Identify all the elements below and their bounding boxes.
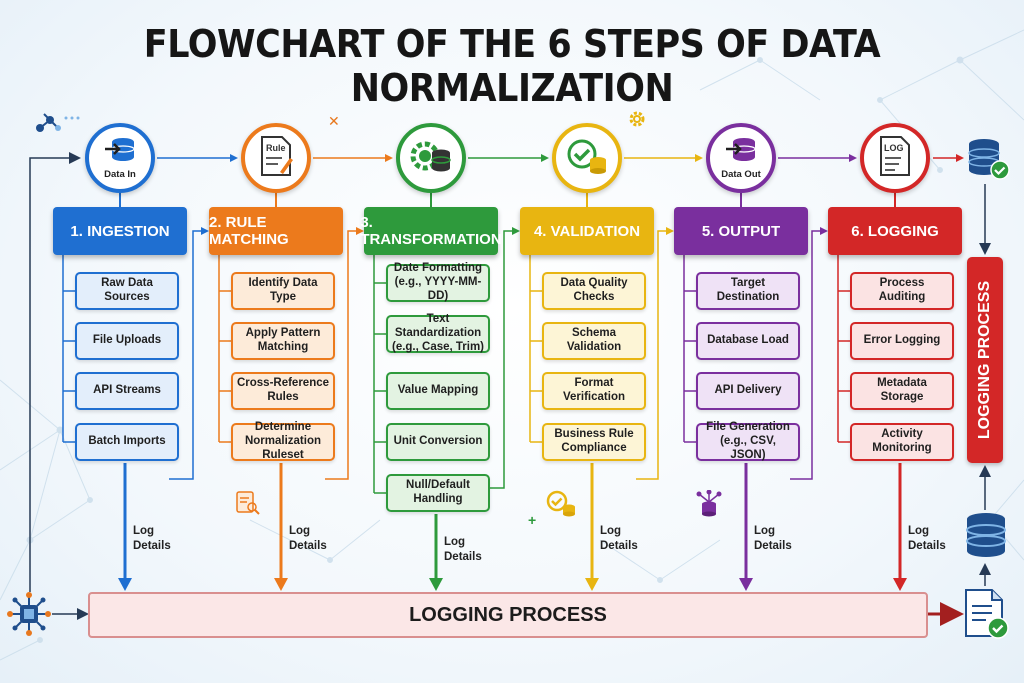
svg-text:LOG: LOG xyxy=(884,143,904,153)
rule-search-icon xyxy=(235,490,261,521)
step-item-label: Business Rule Compliance xyxy=(554,428,634,454)
step-item-label: Batch Imports xyxy=(88,435,166,448)
log-document-icon: LOG xyxy=(875,134,915,183)
step-5-item: Database Load xyxy=(696,322,800,360)
svg-text:Rule: Rule xyxy=(266,143,286,153)
logging-process-vertical-bar: LOGGING PROCESS xyxy=(967,257,1003,463)
network-database-icon xyxy=(694,489,724,523)
step-item-label: Apply Pattern Matching xyxy=(245,327,321,353)
logging-process-label: LOGGING PROCESS xyxy=(409,603,607,626)
rule-document-icon: Rule xyxy=(256,134,296,183)
step-item-label: Metadata Storage xyxy=(877,377,927,403)
step-item-label: Null/Default Handling xyxy=(406,479,470,505)
gear-database-icon xyxy=(408,136,454,181)
step-5-item: API Delivery xyxy=(696,372,800,410)
step-4-header: 4. VALIDATION xyxy=(520,207,654,255)
step-item-label: Unit Conversion xyxy=(393,435,483,448)
step-1-item: Raw Data Sources xyxy=(75,272,179,310)
log-details-label: Log Details xyxy=(289,525,327,552)
step-item-label: Text Standardization (e.g., Case, Trim) xyxy=(391,313,485,353)
step-6-item: Error Logging xyxy=(850,322,954,360)
step-3-item: Date Formatting (e.g., YYYY-MM-DD) xyxy=(386,262,490,302)
step-item-label: Process Auditing xyxy=(878,277,926,303)
step-5-header: 5. OUTPUT xyxy=(674,207,808,255)
step-item-label: Target Destination xyxy=(716,277,780,303)
step-item-label: Data Quality Checks xyxy=(560,277,628,303)
step-3-item: Unit Conversion xyxy=(386,423,490,461)
step-1-item: API Streams xyxy=(75,372,179,410)
database-icon xyxy=(964,512,1008,565)
step-2-header: 2. RULE MATCHING xyxy=(209,207,343,255)
step-6-item: Process Auditing xyxy=(850,272,954,310)
step-item-label: Activity Monitoring xyxy=(872,428,932,454)
gear-icon xyxy=(626,108,648,135)
step-4-item: Data Quality Checks xyxy=(542,272,646,310)
step-item-label: Value Mapping xyxy=(397,384,479,397)
step-4-item: Business Rule Compliance xyxy=(542,423,646,461)
step-item-label: Format Verification xyxy=(563,377,625,403)
data-in-icon xyxy=(103,137,137,168)
data-in-circle: Data In xyxy=(85,123,155,193)
rule-document-circle: Rule xyxy=(241,123,311,193)
step-item-label: Schema Validation xyxy=(566,327,622,353)
step-2-item: Apply Pattern Matching xyxy=(231,322,335,360)
check-database-icon xyxy=(564,136,610,181)
molecule-icon xyxy=(32,112,82,141)
icon-caption: Data Out xyxy=(721,168,761,180)
log-details-label: Log Details xyxy=(754,525,792,552)
logging-process-bar: LOGGING PROCESS xyxy=(88,592,928,638)
step-item-label: File Generation (e.g., CSV, JSON) xyxy=(706,421,790,461)
step-6-header: 6. LOGGING xyxy=(828,207,962,255)
log-details-label: Log Details xyxy=(908,525,946,552)
data-out-icon xyxy=(724,137,758,168)
page-title: FLOWCHART OF THE 6 STEPS OF DATA NORMALI… xyxy=(143,22,881,110)
step-3-item: Value Mapping xyxy=(386,372,490,410)
step-1-header: 1. INGESTION xyxy=(53,207,187,255)
step-item-label: Database Load xyxy=(707,334,789,347)
log-document-circle: LOG xyxy=(860,123,930,193)
step-item-label: Error Logging xyxy=(863,334,941,347)
step-4-item: Schema Validation xyxy=(542,322,646,360)
step-6-item: Metadata Storage xyxy=(850,372,954,410)
plus-sparkle-icon: + xyxy=(528,512,537,528)
step-2-item: Cross-Reference Rules xyxy=(231,372,335,410)
step-1-item: Batch Imports xyxy=(75,423,179,461)
network-chip-icon xyxy=(6,591,52,642)
data-out-circle: Data Out xyxy=(706,123,776,193)
step-item-label: Cross-Reference Rules xyxy=(236,377,330,403)
log-details-label: Log Details xyxy=(444,536,482,563)
step-item-label: Raw Data Sources xyxy=(101,277,153,303)
step-item-label: API Streams xyxy=(93,384,161,397)
log-details-label: Log Details xyxy=(600,525,638,552)
step-5-item: Target Destination xyxy=(696,272,800,310)
step-6-item: Activity Monitoring xyxy=(850,423,954,461)
step-item-label: File Uploads xyxy=(92,334,162,347)
step-item-label: Identify Data Type xyxy=(248,277,318,303)
step-2-item: Determine Normalization Ruleset xyxy=(231,421,335,461)
step-1-item: File Uploads xyxy=(75,322,179,360)
gear-database-circle xyxy=(396,123,466,193)
step-5-item: File Generation (e.g., CSV, JSON) xyxy=(696,421,800,461)
logging-process-vertical-label: LOGGING PROCESS xyxy=(976,280,993,440)
step-item-label: Date Formatting (e.g., YYYY-MM-DD) xyxy=(393,262,483,302)
step-4-item: Format Verification xyxy=(542,372,646,410)
check-coins-icon xyxy=(546,490,576,523)
step-3-header: 3. TRANSFORMATION xyxy=(360,207,502,255)
step-3-item: Null/Default Handling xyxy=(386,474,490,512)
document-check-icon xyxy=(962,588,1010,645)
log-details-label: Log Details xyxy=(133,525,171,552)
step-item-label: API Delivery xyxy=(714,384,782,397)
step-item-label: Determine Normalization Ruleset xyxy=(244,421,322,461)
icon-caption: Data In xyxy=(104,168,136,180)
step-2-item: Identify Data Type xyxy=(231,272,335,310)
sparkle-icon: ✕ xyxy=(328,113,340,129)
check-database-circle xyxy=(552,123,622,193)
database-check-icon xyxy=(966,136,1012,187)
step-3-item: Text Standardization (e.g., Case, Trim) xyxy=(386,313,490,353)
